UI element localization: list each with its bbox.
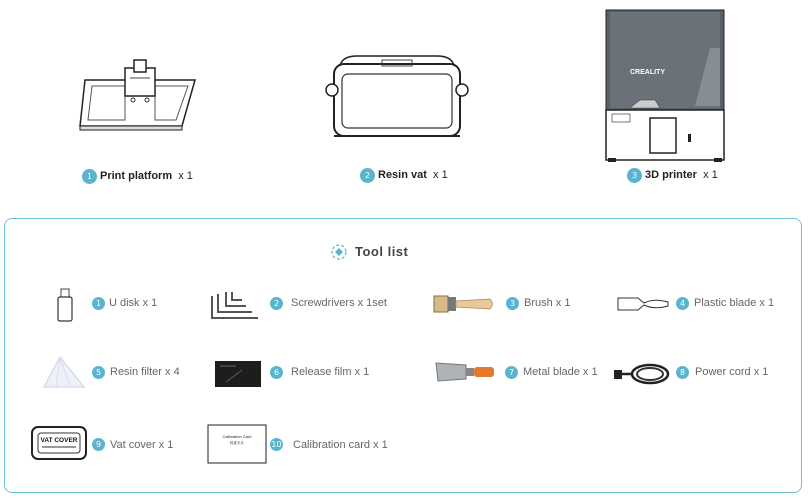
tool-number-10: 10 [270,438,283,451]
calibration-card-text: Calibration Card [223,434,252,439]
u-disk-image [57,288,73,322]
tool-label-u-disk: U disk x 1 [109,297,158,309]
calibration-card-image: Calibration Card 校准卡片 [207,424,267,464]
tool-number-8: 8 [676,366,689,379]
tool-label-release-film: Release film x 1 [291,366,370,378]
product-number-1: 1 [82,169,97,184]
product-number-3: 3 [627,168,642,183]
product-qty: x 1 [178,170,193,182]
print-platform-image [79,59,196,131]
tool-label-screwdrivers: Screwdrivers x 1set [291,297,387,309]
tool-number-2: 2 [270,297,283,310]
product-qty: x 1 [703,169,718,181]
product-label-3d-printer: 3D printer x 1 [645,169,718,181]
tool-list-title: Tool list [355,244,409,259]
tool-number-6: 6 [270,366,283,379]
tool-number-4: 4 [676,297,689,310]
tool-list-icon [331,244,347,260]
tool-number-7: 7 [505,366,518,379]
release-film-image [215,361,261,387]
tool-label-plastic-blade: Plastic blade x 1 [694,297,775,309]
tool-label-metal-blade: Metal blade x 1 [523,366,598,378]
tool-number-9: 9 [92,438,105,451]
tool-number-5: 5 [92,366,105,379]
resin-vat-image [325,55,469,137]
tool-label-resin-filter: Resin filter x 4 [110,366,180,378]
tool-number-1: 1 [92,297,105,310]
tool-label-calibration-card: Calibration card x 1 [293,439,388,451]
tool-label-brush: Brush x 1 [524,297,571,309]
power-cord-image [614,363,670,385]
vat-cover-text: VAT COVER [41,437,78,444]
tool-label-power-cord: Power cord x 1 [695,366,769,378]
product-name: 3D printer [645,169,697,181]
plastic-blade-image [617,297,669,311]
brush-image [433,295,493,313]
screwdrivers-image [211,292,258,319]
tool-number-3: 3 [506,297,519,310]
product-number-2: 2 [360,168,375,183]
tool-label-vat-cover: Vat cover x 1 [110,439,174,451]
product-label-resin-vat: Resin vat x 1 [378,169,448,181]
product-name: Resin vat [378,169,427,181]
product-name: Print platform [100,170,173,182]
vat-cover-image: VAT COVER [31,426,87,460]
3d-printer-image: CREALITY [605,9,725,162]
calibration-card-sub: 校准卡片 [230,440,244,445]
tool-list-panel [4,218,802,493]
resin-filter-image [43,356,86,388]
printer-logo: CREALITY [630,69,665,76]
metal-blade-image [435,362,494,382]
product-qty: x 1 [433,169,448,181]
product-label-print-platform: Print platform x 1 [100,170,193,182]
